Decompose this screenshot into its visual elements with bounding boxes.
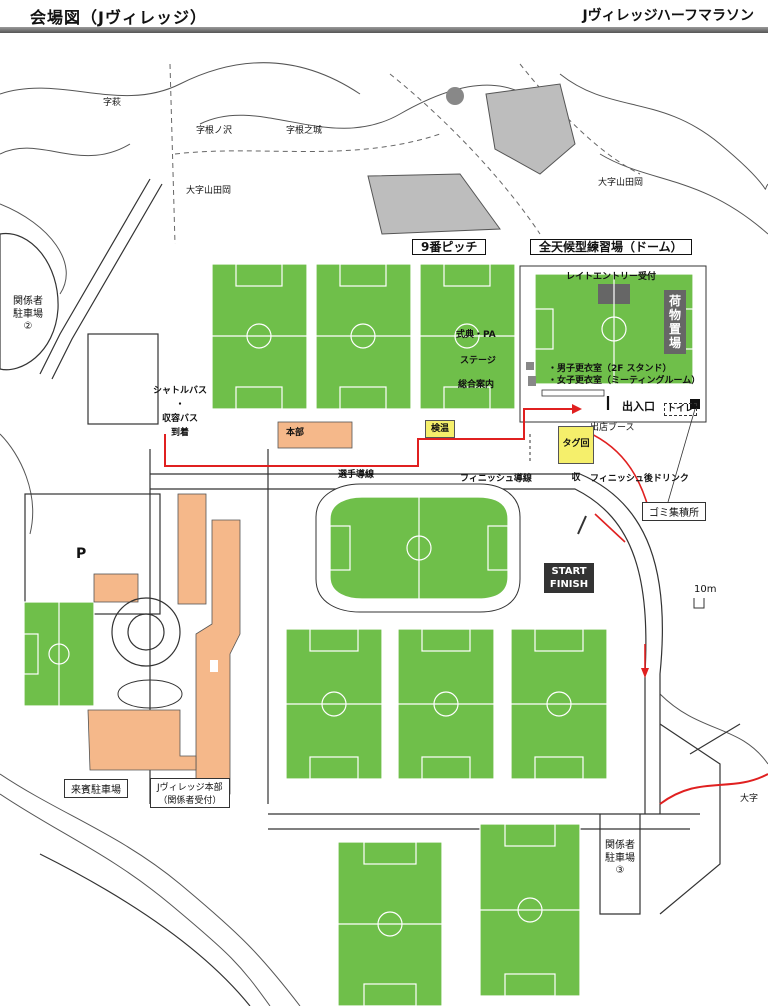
building-outline	[87, 333, 159, 425]
start-line	[577, 515, 587, 535]
jv-hq-label: Jヴィレッジ本部 （関係者受付）	[150, 778, 230, 808]
scale-label: 10m	[694, 584, 717, 595]
booth-strip	[541, 389, 605, 397]
booth-label: 出店ブース	[590, 423, 635, 433]
lower-pitches	[337, 823, 581, 1006]
tag-collection-label: タグ回収	[558, 426, 594, 483]
parking3-outline	[599, 814, 641, 915]
start-finish-badge: START FINISH	[544, 563, 594, 593]
page-title: 会場図（Jヴィレッジ）	[30, 8, 207, 27]
arrive-label: 到着	[170, 428, 189, 438]
scale-bar	[693, 598, 705, 609]
contour-line	[599, 153, 768, 235]
runner-route-label: 選手導線	[338, 470, 375, 480]
luggage-label: 荷物置場	[664, 290, 686, 354]
finish-label: FINISH	[549, 579, 589, 590]
honbu-label: 本部	[286, 428, 305, 438]
garbage-label: ゴミ集積所	[642, 502, 706, 521]
info-label: 総合案内	[458, 380, 495, 390]
locker-male-label: ・男子更衣室（2F スタンド）	[548, 364, 672, 374]
pa-marker	[526, 362, 534, 370]
road-edge	[659, 723, 721, 915]
contour-line	[0, 203, 67, 295]
dome-outline	[519, 265, 707, 423]
roundabout	[111, 597, 181, 667]
window-marker	[210, 660, 218, 672]
gray-area	[367, 173, 501, 235]
building	[177, 493, 207, 605]
area-label: 字根之城	[286, 126, 323, 136]
guest-parking-area	[117, 679, 183, 709]
toilet-label: トイレ	[664, 403, 698, 417]
railway	[39, 853, 251, 1006]
route-arrow	[572, 404, 582, 414]
roundabout-inner	[127, 613, 165, 651]
event-name: Jヴィレッジハーフマラソン	[582, 8, 754, 24]
contour-line	[659, 693, 768, 765]
course-arrow	[594, 513, 626, 543]
map-canvas	[0, 62, 768, 1006]
bus-label: 収容バス	[161, 414, 198, 424]
area-label: 字根ノ沢	[196, 126, 233, 136]
contour-line	[0, 62, 361, 97]
stage-label: ステージ	[460, 356, 496, 366]
late-entry-label: レイトエントリー受付	[566, 272, 657, 282]
parking-p-label: P	[76, 546, 87, 562]
trail	[174, 133, 441, 155]
trail	[169, 63, 176, 245]
building	[93, 573, 139, 603]
building	[87, 709, 197, 771]
area-label: 大字山田岡	[598, 178, 644, 188]
kensui-label: 検温	[425, 420, 455, 438]
shuttle-label: シャトルバス	[152, 386, 207, 396]
road-edge	[51, 183, 163, 380]
tower-icon	[446, 87, 464, 105]
pond	[485, 83, 576, 175]
stage-marker	[528, 376, 536, 386]
pitch-markings	[23, 263, 694, 1006]
contour-line	[0, 143, 131, 157]
road-edge	[39, 178, 151, 375]
road-label: 字萩	[103, 98, 122, 108]
staff-parking2-label: 関係者 駐車場 ②	[13, 296, 43, 332]
area-label: 大字山田岡	[186, 186, 232, 196]
course-arrow-head	[641, 668, 649, 678]
river-line	[0, 793, 271, 1006]
contour-line	[559, 73, 768, 190]
locker-female-label: ・女子更衣室（ミーティングルーム）	[548, 376, 701, 386]
food-pa-label: 式典・PA	[456, 330, 496, 340]
runner-route	[164, 408, 580, 467]
start-label: START	[551, 566, 587, 577]
header: 会場図（Jヴィレッジ） Jヴィレッジハーフマラソン	[0, 0, 768, 34]
parking-p-outline	[24, 493, 161, 615]
guest-parking-label: 来賓駐車場	[64, 779, 128, 798]
finish-route-label: フィニッシュ導線	[460, 474, 532, 484]
trail	[389, 73, 541, 235]
area-label: 大字	[740, 794, 759, 804]
dome-label: 全天候型練習場（ドーム）	[530, 239, 692, 255]
honbu-building	[277, 421, 353, 449]
pitch9-label: 9番ピッチ	[412, 239, 487, 255]
staff-parking3-label: 関係者 駐車場 ③	[605, 840, 635, 876]
garbage-leader	[667, 408, 696, 503]
road-edge	[150, 473, 663, 814]
finish-drink-label: フィニッシュ後ドリンク	[590, 474, 689, 484]
building	[195, 519, 241, 795]
jvillage-buildings	[87, 421, 353, 795]
header-rule	[0, 27, 768, 33]
parking2-area	[0, 232, 59, 371]
contour-line	[0, 433, 34, 535]
trail	[519, 63, 641, 175]
entrance-label: 出入口	[622, 400, 655, 413]
venue-map: 字萩 字根ノ沢 字根之城 大字山田岡 大字山田岡 大字 9番ピッチ 全天候型練習…	[0, 34, 768, 1006]
external-route	[659, 773, 768, 805]
river-line	[0, 773, 301, 1006]
shuttle-dot: ・	[175, 400, 185, 410]
